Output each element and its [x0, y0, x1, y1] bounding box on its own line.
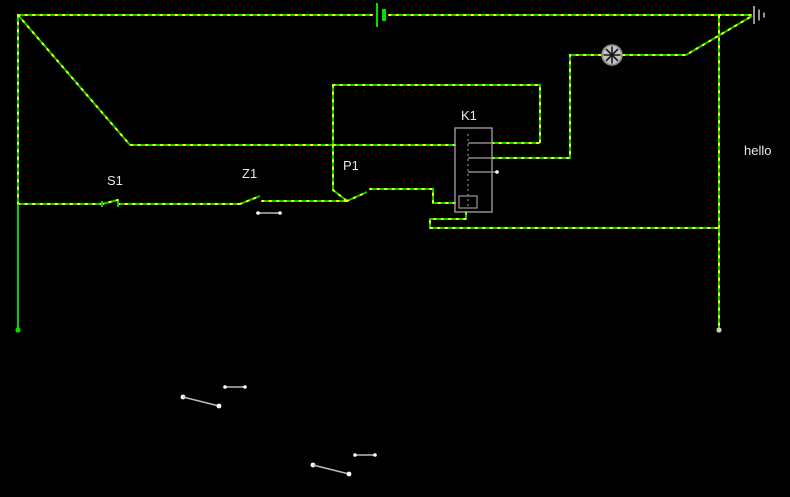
wire-segment [332, 85, 348, 202]
relay-body[interactable] [454, 127, 493, 213]
wire-segment [333, 84, 541, 143]
relay-contact-terminal [495, 170, 499, 174]
ground-symbol[interactable] [753, 6, 765, 24]
current-dots-overlay [369, 188, 457, 204]
current-dots-overlay [101, 199, 119, 205]
label-s1: S1 [107, 173, 123, 188]
current-dots-overlay [17, 14, 457, 146]
spare-switch-1[interactable] [180, 385, 247, 409]
label-z1: Z1 [242, 166, 257, 181]
energized-wire-group [17, 14, 753, 331]
spare-switch-2[interactable] [310, 453, 377, 477]
wire-segment [429, 212, 719, 229]
current-dots-overlay [332, 84, 541, 144]
current-dots-overlay [429, 211, 720, 229]
current-dots-overlay [622, 15, 753, 56]
wire-segment [623, 15, 753, 56]
wire-segment [239, 195, 261, 205]
relay-k1[interactable] [454, 127, 499, 213]
current-dots-overlay [491, 54, 602, 159]
label-p1: P1 [343, 158, 359, 173]
wire-endpoint-dot-right [716, 327, 722, 333]
switch-s1[interactable] [101, 201, 119, 207]
wire-segment [346, 191, 368, 202]
label-k1: K1 [461, 108, 477, 123]
current-dots-overlay [332, 84, 348, 202]
relay-coil [458, 195, 478, 209]
wire-segment [370, 188, 456, 204]
wire-endpoint-dot-left [15, 327, 21, 333]
wire-segment [17, 14, 456, 146]
lamp-symbol[interactable] [601, 44, 623, 66]
switch-z1-spare-contact[interactable] [256, 211, 282, 215]
text-note-hello: hello [744, 143, 771, 158]
battery-symbol[interactable] [376, 3, 386, 27]
